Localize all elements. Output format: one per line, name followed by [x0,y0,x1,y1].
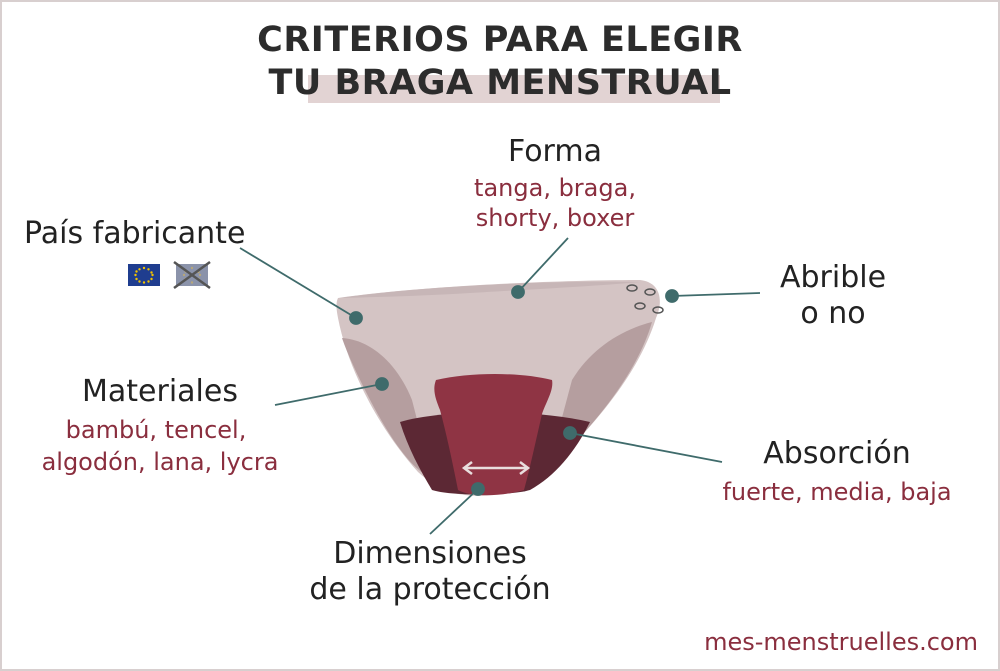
eu-flag-icon [128,264,160,286]
materiales-dot [375,377,389,391]
snap-closure-icon [626,284,664,314]
materiales-option-line-1: bambú, tencel, [65,416,247,444]
crossed-out-eu-flag-icon [173,260,211,290]
pais-dot [349,311,363,325]
absorcion-options: fuerte, media, baja [722,478,952,506]
pais-fabricante-label: País fabricante [24,216,246,251]
materiales-label: Materiales [82,374,238,409]
forma-label: Forma [508,134,602,169]
absorcion-dot [563,426,577,440]
title-line-1: CRITERIOS PARA ELEGIR [257,20,743,60]
forma-dot [511,285,525,299]
abrible-label-line-2: o no [800,296,866,331]
dimensiones-label-line-1: Dimensiones [333,536,527,571]
abrible-dot [665,289,679,303]
materiales-option-line-2: algodón, lana, lycra [41,448,279,476]
forma-option-line-2: shorty, boxer [475,204,635,232]
dimensiones-dot [471,482,485,496]
title-line-2: TU BRAGA MENSTRUAL [268,63,732,103]
dimensiones-label-line-2: de la protección [309,572,551,607]
panty-waistband [340,281,640,298]
width-arrow-icon [461,461,531,475]
title-highlight [308,75,720,103]
forma-option-line-1: tanga, braga, [474,174,636,202]
absorcion-label: Absorción [763,436,911,471]
website-footer: mes-menstruelles.com [704,628,978,656]
abrible-label-line-1: Abrible [779,260,887,295]
